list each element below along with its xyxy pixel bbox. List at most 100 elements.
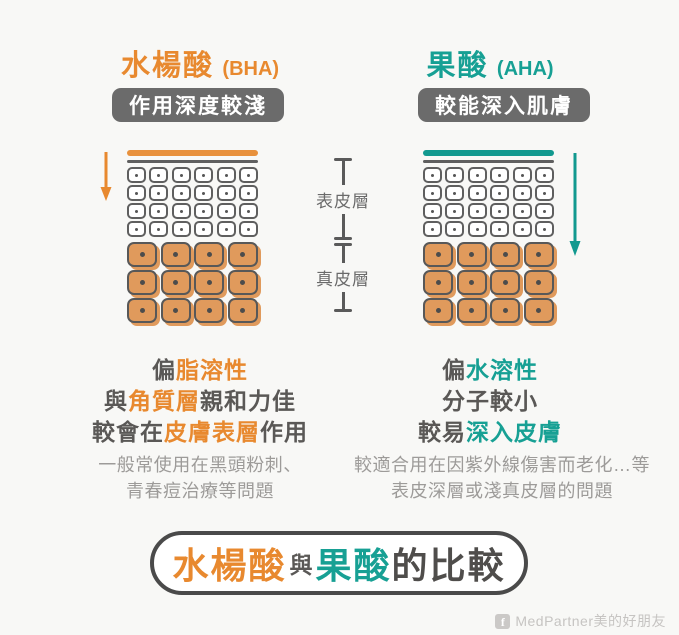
note-line: 青春痘治療等問題 [126, 481, 274, 501]
brand-name: MedPartner美的好朋友 [515, 613, 666, 629]
feature-highlight: 深入皮膚 [466, 419, 562, 445]
cell-nucleus-dot [536, 308, 542, 313]
shallow-penetration-arrow-icon [100, 152, 112, 201]
epidermis-cell [194, 185, 214, 201]
left-skin-diagram [127, 150, 258, 323]
epidermis-cell [490, 167, 510, 183]
dermis-cell [456, 270, 487, 295]
feature-text: 與 [104, 388, 128, 414]
cell-nucleus-dot [520, 191, 524, 195]
epidermis-cell [127, 221, 146, 237]
epidermis-cell-grid [127, 167, 258, 237]
epidermis-cell [490, 185, 510, 201]
cell-nucleus-dot [179, 227, 183, 231]
epidermis-cell [423, 203, 442, 219]
cell-nucleus-dot [469, 280, 475, 285]
epidermis-cell [512, 221, 532, 237]
cell-nucleus-dot [469, 308, 475, 313]
cell-nucleus-dot [202, 227, 206, 231]
epidermis-cell [445, 167, 465, 183]
cell-nucleus-dot [157, 227, 161, 231]
dermis-cell [127, 298, 157, 323]
bracket-stem [341, 292, 345, 309]
skin-surface-line [423, 160, 554, 163]
skin-surface-bar [127, 150, 258, 156]
bracket-stem [341, 213, 345, 237]
deep-penetration-arrow-icon [569, 153, 581, 256]
epidermis-cell-row [127, 221, 258, 237]
epidermis-cell [467, 185, 487, 201]
epidermis-cell [423, 185, 442, 201]
cell-nucleus-dot [240, 252, 246, 257]
cell-nucleus-dot [435, 308, 441, 313]
epidermis-cell [467, 203, 487, 219]
facebook-f-glyph: f [500, 614, 505, 629]
left-acid-abbreviation: (BHA) [222, 58, 280, 80]
epidermis-cell [194, 221, 214, 237]
bracket-bottom-cap [334, 237, 352, 240]
cell-nucleus-dot [475, 209, 479, 213]
cell-nucleus-dot [520, 209, 524, 213]
cell-nucleus-dot [542, 209, 546, 213]
cell-nucleus-dot [475, 227, 479, 231]
pill-left-acid: 水楊酸 [172, 545, 287, 586]
cell-nucleus-dot [246, 209, 250, 213]
left-feature-2: 與角質層親和力佳 [60, 386, 340, 417]
cell-nucleus-dot [475, 191, 479, 195]
cell-nucleus-dot [157, 173, 161, 177]
dermis-cell [194, 298, 225, 323]
dermis-cell [523, 242, 554, 267]
cell-nucleus-dot [202, 209, 206, 213]
dermis-cell-grid [423, 242, 554, 323]
cell-nucleus-dot [202, 173, 206, 177]
epidermis-cell-row [423, 185, 554, 201]
cell-nucleus-dot [246, 173, 250, 177]
dermis-cell [423, 270, 453, 295]
right-column-title: 果酸 (AHA) [350, 42, 630, 84]
cell-nucleus-dot [179, 173, 183, 177]
epidermis-cell [512, 203, 532, 219]
cell-nucleus-dot [431, 191, 434, 195]
epidermis-cell-row [423, 167, 554, 183]
cell-nucleus-dot [173, 280, 179, 285]
cell-nucleus-dot [139, 280, 145, 285]
epidermis-cell [445, 221, 465, 237]
cell-nucleus-dot [206, 252, 212, 257]
epidermis-cell [194, 203, 214, 219]
dermis-cell-row [423, 242, 554, 267]
bracket-top-cap [334, 158, 352, 161]
cell-nucleus-dot [502, 280, 508, 285]
cell-nucleus-dot [139, 252, 145, 257]
epidermis-cell [512, 167, 532, 183]
dermis-cell [227, 298, 258, 323]
epidermis-cell [490, 203, 510, 219]
bracket-stem [341, 161, 345, 185]
feature-text: 偏 [152, 357, 176, 383]
epidermis-cell-grid [423, 167, 554, 237]
cell-nucleus-dot [435, 280, 441, 285]
feature-text: 較會在 [92, 419, 164, 445]
epidermis-cell [423, 221, 442, 237]
dermis-cell [127, 270, 157, 295]
cell-nucleus-dot [139, 308, 145, 313]
epidermis-cell [238, 203, 258, 219]
feature-text: 作用 [260, 419, 308, 445]
dermis-cell [160, 242, 191, 267]
epidermis-cell [127, 185, 146, 201]
dermis-cell [423, 298, 453, 323]
feature-highlight: 角質層 [128, 388, 200, 414]
dermis-cell [490, 298, 521, 323]
cell-nucleus-dot [498, 191, 502, 195]
dermis-cell-row [423, 270, 554, 295]
cell-nucleus-dot [224, 173, 228, 177]
cell-nucleus-dot [240, 308, 246, 313]
dermis-cell [160, 298, 191, 323]
epidermis-cell [534, 221, 554, 237]
feature-highlight: 水溶性 [466, 357, 538, 383]
cell-nucleus-dot [520, 227, 524, 231]
dermis-label: 真皮層 [316, 270, 370, 289]
epidermis-cell-row [127, 203, 258, 219]
dermis-cell [160, 270, 191, 295]
epidermis-cell [216, 203, 236, 219]
cell-nucleus-dot [498, 209, 502, 213]
